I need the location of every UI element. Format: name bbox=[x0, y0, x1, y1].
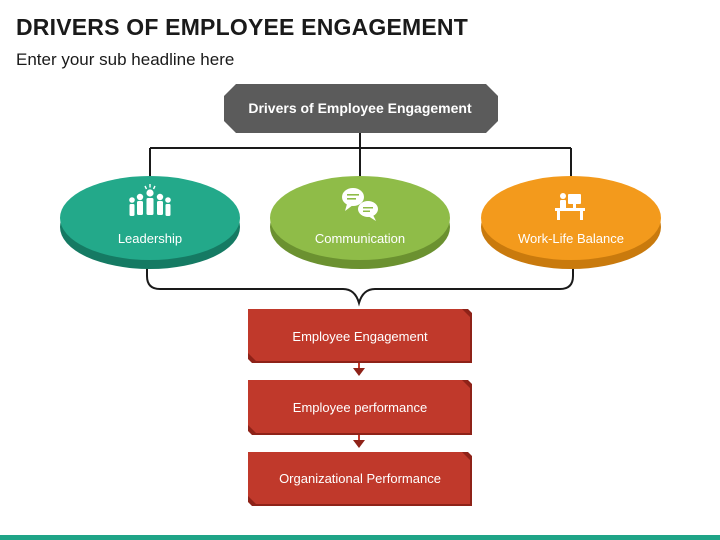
page-title: DRIVERS OF EMPLOYEE ENGAGEMENT bbox=[16, 14, 468, 40]
driver-work-life-balance: Work-Life Balance bbox=[481, 176, 661, 269]
root-connectors bbox=[149, 133, 572, 180]
driver-communication: Communication bbox=[270, 176, 450, 269]
page-subtitle: Enter your sub headline here bbox=[16, 50, 235, 69]
outcome-employee-performance-label: Employee performance bbox=[293, 400, 427, 415]
root-node: Drivers of Employee Engagement bbox=[224, 84, 498, 133]
driver-leadership-disc bbox=[60, 176, 240, 260]
outcome-employee-engagement-label: Employee Engagement bbox=[292, 329, 428, 344]
team-leader-icon bbox=[129, 184, 171, 216]
outcome-organizational-performance: Organizational Performance bbox=[248, 452, 472, 506]
speech-bubbles-icon bbox=[342, 188, 378, 221]
outcome-employee-performance-box bbox=[248, 380, 470, 433]
flow-arrow-2 bbox=[353, 435, 365, 448]
desk-worker-icon bbox=[555, 193, 585, 220]
driver-leadership: Leadership bbox=[60, 176, 240, 269]
outcome-employee-performance: Employee performance bbox=[248, 380, 472, 435]
driver-leadership-label: Leadership bbox=[118, 231, 182, 246]
driver-work-life-balance-disc bbox=[481, 176, 661, 260]
outcome-employee-engagement-box bbox=[248, 309, 470, 361]
outcome-organizational-performance-label: Organizational Performance bbox=[279, 471, 441, 486]
drivers-brace bbox=[146, 268, 574, 307]
flow-arrow-1 bbox=[353, 363, 365, 376]
root-node-label: Drivers of Employee Engagement bbox=[248, 100, 472, 116]
outcome-organizational-performance-box bbox=[248, 452, 470, 504]
driver-communication-label: Communication bbox=[315, 231, 405, 246]
footer-accent-bar bbox=[0, 535, 720, 540]
driver-communication-disc bbox=[270, 176, 450, 260]
outcome-employee-engagement: Employee Engagement bbox=[248, 309, 472, 363]
driver-work-life-balance-label: Work-Life Balance bbox=[518, 231, 624, 246]
root-node-shape bbox=[224, 84, 498, 133]
